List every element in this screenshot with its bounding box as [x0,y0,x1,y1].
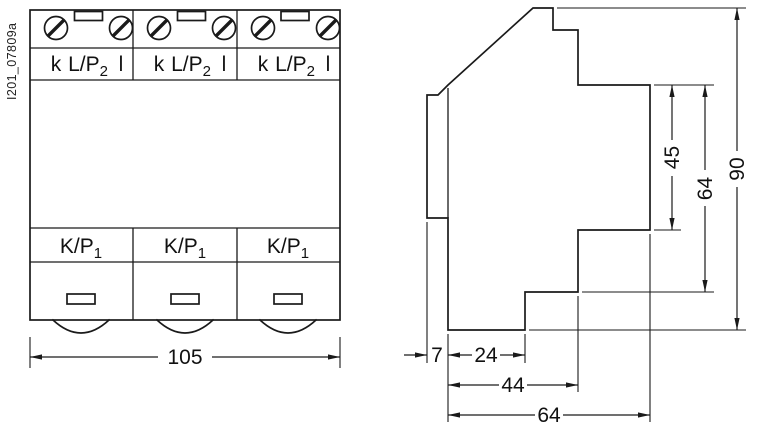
dimension-value-24: 24 [474,344,498,367]
terminal-label-k: k [154,53,165,76]
terminal-label-lp2: L/P2 [275,53,315,80]
terminal-cover-arc [51,318,111,334]
dimension-value-90: 90 [726,157,749,180]
terminal-label-lp2: L/P2 [68,53,108,80]
module-3: k L/P2 l K/P1 [250,10,341,334]
screw-icon [250,15,276,41]
front-body-outline [29,9,341,321]
cable-slot [73,10,104,22]
dimension-value-64-depth: 64 [537,404,561,427]
side-height-dimensions: 45 64 90 [529,7,749,331]
dimension-value-64-height: 64 [694,177,717,201]
terminal-label-lp2: L/P2 [171,53,211,80]
screw-icon [108,15,134,41]
cable-slot [280,10,310,22]
cable-slot [176,10,207,22]
screw-icon [315,15,341,41]
terminal-label-k: k [258,53,269,76]
module-1: k L/P2 l K/P1 [43,10,134,334]
screw-icon [43,15,69,41]
cable-slot [273,293,303,305]
terminal-label-kp1: K/P1 [267,235,309,262]
front-view: k L/P2 l K/P1 k L/P2 l K/P1 [29,9,341,334]
terminal-label-kp1: K/P1 [60,235,102,262]
terminal-label-l: l [326,53,331,76]
front-width-dimension: 105 [29,337,341,369]
dimension-value-7: 7 [431,344,443,367]
module-2: k L/P2 l K/P1 [146,10,237,334]
terminal-label-kp1: K/P1 [164,235,206,262]
side-depth-dimensions: 7 24 44 64 [404,222,651,427]
terminal-label-k: k [51,53,62,76]
side-profile-outline [426,7,651,331]
screw-icon [146,15,172,41]
dimension-value-45: 45 [661,146,684,169]
screw-icon [211,15,237,41]
terminal-label-l: l [222,53,227,76]
dimension-value-105: 105 [167,346,202,369]
dimension-value-44: 44 [501,374,525,397]
drawing-id-label: I201_07809a [5,23,19,100]
cable-slot [170,293,200,305]
cable-slot [66,293,96,305]
terminal-label-l: l [119,53,124,76]
side-view [426,7,651,331]
terminal-cover-arc [258,318,318,334]
terminal-cover-arc [155,318,215,334]
